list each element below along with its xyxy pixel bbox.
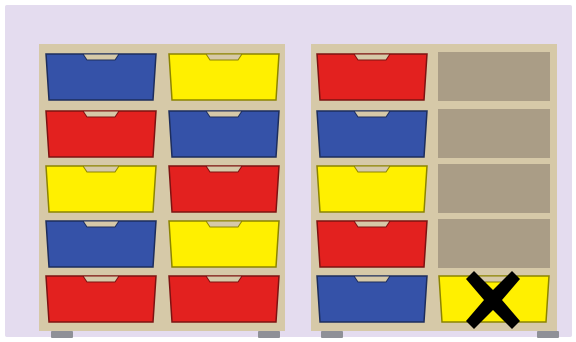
blue-drawer[interactable] (168, 109, 280, 158)
empty-slot (438, 109, 550, 158)
yellow-drawer[interactable] (316, 164, 428, 213)
blue-drawer[interactable] (45, 219, 157, 268)
left-unit-foot-left (51, 331, 73, 338)
yellow-drawer[interactable] (168, 219, 280, 268)
empty-slot (438, 52, 550, 101)
empty-slot (438, 219, 550, 268)
right-unit-foot-left (321, 331, 343, 338)
yellow-drawer[interactable] (168, 52, 280, 101)
yellow-drawer[interactable] (45, 164, 157, 213)
empty-slot (438, 164, 550, 213)
red-drawer[interactable] (45, 109, 157, 158)
blue-drawer[interactable] (316, 274, 428, 323)
red-drawer[interactable] (316, 52, 428, 101)
red-drawer[interactable] (168, 164, 280, 213)
red-drawer[interactable] (168, 274, 280, 323)
right-unit-foot-right (537, 331, 559, 338)
blue-drawer[interactable] (45, 52, 157, 101)
red-drawer[interactable] (45, 274, 157, 323)
red-drawer[interactable] (316, 219, 428, 268)
blue-drawer[interactable] (316, 109, 428, 158)
cross-mark-icon (462, 271, 524, 329)
left-unit-foot-right (258, 331, 280, 338)
